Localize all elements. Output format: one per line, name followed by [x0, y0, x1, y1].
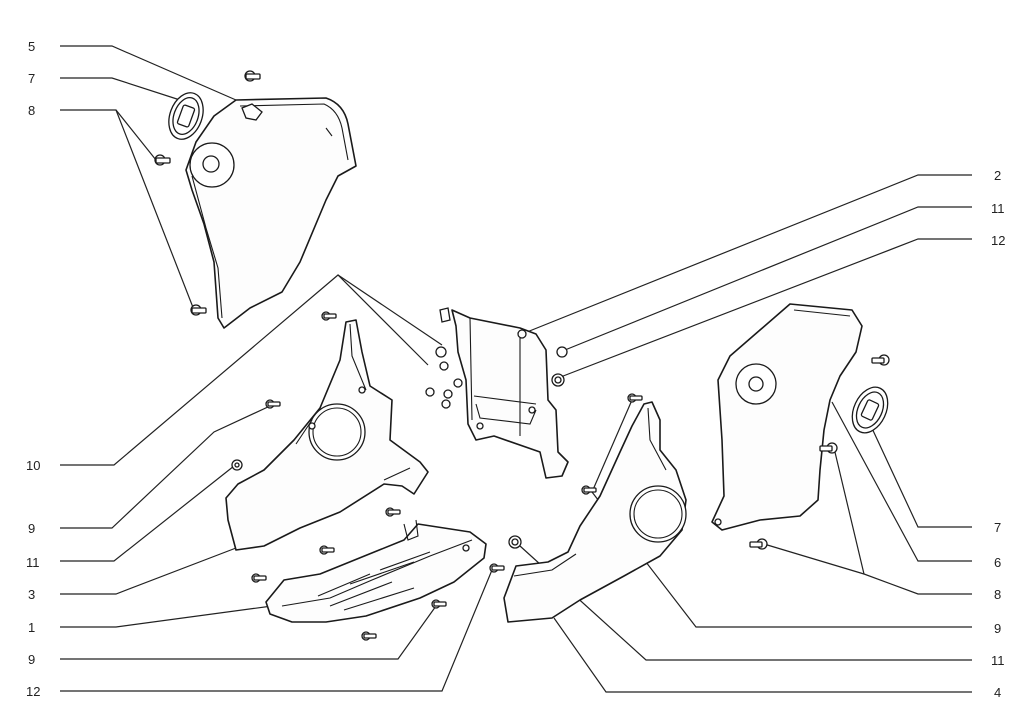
screw-icons-bottom-tray [251, 507, 505, 641]
leader-7-left [60, 77, 181, 101]
leader-11-left [60, 465, 235, 562]
bracket-hardware [425, 346, 568, 409]
right-upper-cover [711, 303, 863, 531]
callout-11-right-upper: 11 [991, 201, 1005, 216]
leader-10-b [337, 274, 443, 346]
callout-9-left-lower: 9 [28, 652, 35, 667]
shroud-opening-left [308, 403, 366, 461]
callouts-right: 2 11 12 7 6 8 9 11 4 [991, 168, 1005, 700]
callout-11-left: 11 [26, 555, 40, 570]
leader-10 [60, 274, 429, 466]
leader-8-right-a [833, 447, 972, 595]
leader-8-left-a [60, 109, 157, 161]
leader-7-right [869, 423, 972, 528]
leader-9-left-upper [60, 405, 271, 529]
screw-icons-left-shroud [231, 311, 337, 471]
right-lower-shroud [503, 401, 687, 623]
leader-5 [60, 45, 237, 101]
callout-11-right-lower: 11 [991, 653, 1005, 668]
screw-icons-right-shroud [508, 393, 643, 549]
leader-4 [553, 617, 972, 693]
leader-3 [60, 547, 237, 595]
leader-8-left-b [115, 109, 195, 311]
callout-12-left: 12 [26, 684, 40, 699]
callout-10: 10 [26, 458, 40, 473]
leader-9-left-lower [60, 605, 437, 660]
central-bracket [439, 307, 569, 479]
left-lower-shroud [225, 319, 429, 551]
leader-8-right-b [763, 543, 865, 575]
leader-6 [831, 401, 972, 562]
callout-12-right: 12 [991, 233, 1005, 248]
screw-icons-right-cover [749, 354, 890, 550]
leader-11-right-upper [559, 206, 972, 353]
bottom-tray [265, 519, 487, 623]
callout-7-left: 7 [28, 71, 35, 86]
leader-12-left [60, 569, 493, 692]
callout-1: 1 [28, 620, 35, 635]
callout-9-left-upper: 9 [28, 521, 35, 536]
round-cap-right [851, 386, 889, 434]
leader-2 [521, 174, 972, 335]
callout-8-left: 8 [28, 103, 35, 118]
leader-11-right-lower [519, 545, 972, 661]
leader-1 [60, 605, 273, 628]
callout-7-right: 7 [994, 520, 1001, 535]
callout-8-right: 8 [994, 587, 1001, 602]
leader-9-right-b [591, 399, 633, 493]
shroud-opening-right [629, 485, 687, 543]
callout-3: 3 [28, 587, 35, 602]
screw-icons-upper-left [154, 70, 261, 316]
round-cap-left [168, 92, 204, 140]
callout-4: 4 [994, 685, 1001, 700]
callout-9-right: 9 [994, 621, 1001, 636]
leader-12-right [557, 238, 972, 379]
leader-lines [60, 45, 972, 693]
callout-2: 2 [994, 168, 1001, 183]
callout-5: 5 [28, 39, 35, 54]
callouts-left: 5 7 8 10 9 11 3 1 9 12 [26, 39, 40, 699]
upper-left-cover [185, 97, 357, 329]
callout-6: 6 [994, 555, 1001, 570]
